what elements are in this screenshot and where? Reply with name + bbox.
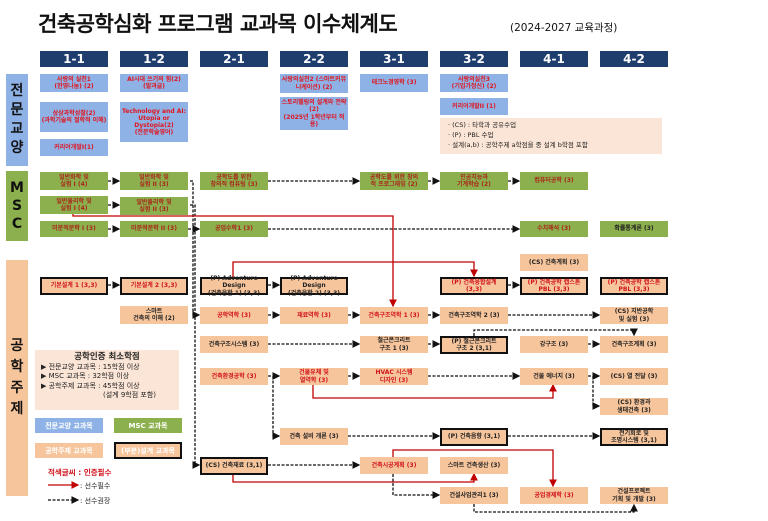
design-course-box: (P) 건축공학 캡스톤 PBL (3,3)	[600, 277, 668, 295]
min-credits-title: 공학인증 최소학점	[74, 352, 140, 362]
course-box: (CS) 지반공학 및 실험 (3)	[600, 307, 668, 324]
band-msc: M S C	[6, 171, 28, 241]
course-box: 스토리텔링의 설계와 전략 (2) (2025년 1학년부터 적용)	[280, 97, 348, 130]
course-box: 건축구조역학 1 (3)	[360, 307, 428, 324]
course-box: 사랑의 실천1 (한영나눔) (2)	[40, 74, 108, 92]
note-line: · 설계(a,b) : 공학주제 a학점을 중 설계 b학점 포함	[448, 141, 588, 149]
semester-header: 2-2	[280, 51, 348, 67]
course-box: 확률통계론 (3)	[600, 221, 668, 237]
course-box: 건축 설비 개론 (3)	[280, 428, 348, 445]
course-box: Technology and AI: Utopia or Dystopia(2)…	[120, 102, 188, 142]
course-box: 건축구조역학 2 (3)	[440, 307, 508, 324]
legend-engineering: 공학주제 교과목	[35, 443, 103, 458]
course-box: HVAC 시스템 디자인 (3)	[360, 368, 428, 385]
course-box: 건물유체 및 열역학 (3)	[280, 368, 348, 385]
course-box: 일반물리학 및 실험 I (4)	[40, 196, 108, 214]
band-liberal-arts: 전 문 교 양	[6, 74, 28, 166]
legend-required: : 선수필수	[80, 482, 111, 490]
course-box: 일반화학 및 실험 I (4)	[40, 172, 108, 190]
course-box: 공학도를 위한 창의적 컴퓨팅 (3)	[200, 172, 268, 190]
course-box: 인공지능과 기계학습 (2)	[440, 172, 508, 190]
course-box: 재료역학 (3)	[280, 307, 348, 324]
design-course-box: (P) Adventure Design (건축융합 2) (3,3)	[280, 275, 348, 297]
course-box: 테크노경영학 (3)	[360, 74, 428, 92]
note-line: · (CS) : 타학과 공유수업	[448, 121, 517, 129]
curriculum-period: (2024-2027 교육과정)	[510, 22, 618, 34]
semester-header: 1-1	[40, 51, 108, 67]
design-course-box: (P) 철근콘크리트 구조 2 (3,1)	[440, 336, 508, 354]
course-box: 공업수학1 (3)	[200, 221, 268, 237]
page-title: 건축공학심화 프로그램 교과목 이수체계도	[38, 12, 398, 36]
course-box: 일반화학 및 실험 II (3)	[120, 172, 188, 190]
course-box: 공업경제학 (3)	[520, 487, 588, 504]
course-box: 컴퓨터공학 (3)	[520, 172, 588, 190]
course-box: 건축구조시스템 (3)	[200, 336, 268, 353]
course-box: (CS) 열 전달 (3)	[600, 368, 668, 385]
course-box: 건물 에너지 (3)	[520, 368, 588, 385]
semester-header: 3-1	[360, 51, 428, 67]
min-credits-item: ▶ MSC 교과목 : 32학점 이상	[41, 372, 130, 380]
course-box: 건설프로젝트 기획 및 개발 (3)	[600, 487, 668, 504]
semester-header: 3-2	[440, 51, 508, 67]
note-line: · (P) : PBL 수업	[448, 131, 494, 139]
course-box: 건설사업관리1 (3)	[440, 487, 508, 504]
semester-header: 2-1	[200, 51, 268, 67]
semester-header: 4-2	[600, 51, 668, 67]
course-box: 미분적분학 I (3)	[40, 221, 108, 237]
legend-design: (부분)설계 교과목	[114, 442, 182, 459]
course-box: 일반물리학 및 실험 II (3)	[120, 197, 188, 215]
course-box: 건축시공계획 (3)	[360, 457, 428, 474]
course-box: (CS) 건축계획 (3)	[520, 254, 588, 271]
course-box: 스마트 건축의 이해 (2)	[120, 306, 188, 324]
min-credits-item: ▶ 공학주제 교과목 : 45학점 이상	[41, 381, 140, 390]
band-engineering: 공 학 주 제	[6, 260, 28, 496]
legend-red-text: 적색글씨 : 인증필수	[48, 468, 112, 477]
design-course-box: 기본설계 2 (3,3)	[120, 277, 188, 295]
semester-header: 4-1	[520, 51, 588, 67]
design-course-box: (P) 건축융합설계 (3,3)	[440, 277, 508, 295]
course-box: 공학도를 위한 창의 적 프로그래밍 (2)	[360, 172, 428, 190]
course-box: 사랑의실천3 (기업가정신) (2)	[440, 74, 508, 92]
course-box: 커리어개발I(1)	[40, 139, 108, 156]
semester-header: 1-2	[120, 51, 188, 67]
design-course-box: (P) Adventure Design (건축융합 1) (3,3)	[200, 275, 268, 297]
design-course-box: 전기회로 및 조명시스템 (3,1)	[600, 428, 668, 446]
course-box: 상상과학성찰(2) (과학기술의 철학적 이해)	[40, 102, 108, 132]
legend-recommended: : 선수권장	[80, 497, 111, 505]
design-course-box: (CS) 건축재료 (3,1)	[200, 457, 268, 475]
legend-msc: MSC 교과목	[114, 418, 182, 433]
course-box: 건축환경공학 (3)	[200, 368, 268, 385]
course-box: 철근콘크리트 구조 1 (3)	[360, 336, 428, 353]
design-course-box: (P) 건축음향 (3,1)	[440, 428, 508, 446]
legend-liberal: 전문교양 교과목	[35, 418, 103, 433]
course-box: 공학역학 (3)	[200, 307, 268, 324]
course-box: AI시대 쓰기의 힘(2) (발과글)	[120, 74, 188, 92]
min-credits-item: ▶ 전문교양 교과목 : 15학점 이상	[41, 362, 140, 371]
course-box: 스마트 건축생산 (3)	[440, 457, 508, 474]
course-box: 수치해석 (3)	[520, 221, 588, 237]
course-box: 사랑의실천2 (스마트커뮤니케이션) (2)	[280, 74, 348, 93]
notation-note: · (CS) : 타학과 공유수업 · (P) : PBL 수업 · 설계(a,…	[440, 118, 662, 154]
course-box: 미분적분학 II (3)	[120, 221, 188, 237]
course-box: 강구조 (3)	[520, 336, 588, 353]
course-box: 커리어개발II (1)	[440, 98, 508, 115]
course-box: 건축구조계획 (3)	[600, 336, 668, 353]
min-credits-box: 공학인증 최소학점 ▶ 전문교양 교과목 : 15학점 이상 ▶ MSC 교과목…	[35, 350, 179, 410]
design-course-box: (P) 건축공학 캡스톤 PBL (3,3)	[520, 277, 588, 295]
design-course-box: 기본설계 1 (3,3)	[40, 277, 108, 295]
min-credits-item: (설계 9학점 포함)	[103, 391, 157, 399]
course-box: (CS) 환경과 생태건축 (3)	[600, 398, 668, 415]
